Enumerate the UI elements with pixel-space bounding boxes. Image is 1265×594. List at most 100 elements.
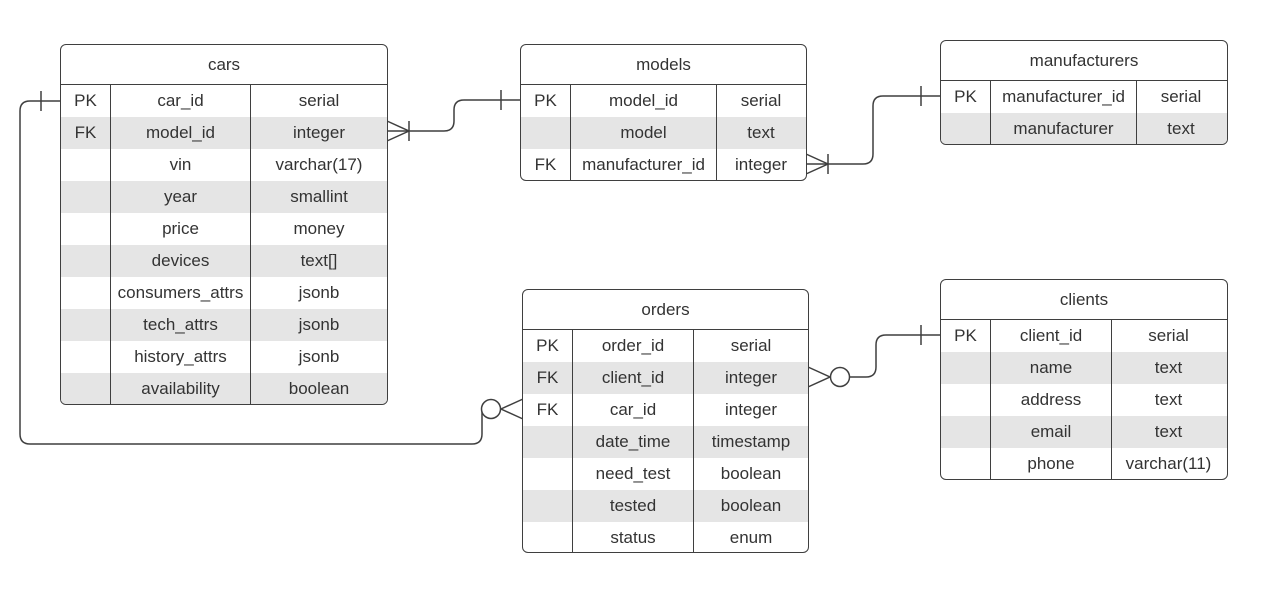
column-name-cell: devices (111, 245, 251, 277)
column-name-cell: need_test (573, 458, 694, 490)
key-cell (941, 352, 991, 384)
column-type-cell: serial (1160, 87, 1202, 106)
column-name-cell: client_id (573, 362, 694, 394)
column-name-cell: year (111, 181, 251, 213)
table-title: orders (523, 290, 808, 330)
key-cell (61, 181, 111, 213)
column-name-cell: model_id (571, 85, 717, 117)
key-cell: FK (523, 362, 573, 394)
column-type-cell: smallint (290, 187, 348, 206)
key-cell: FK (523, 394, 573, 426)
key-cell: FK (61, 117, 111, 149)
column-name-cell: consumers_attrs (111, 277, 251, 309)
column-name-cell: phone (991, 448, 1112, 479)
relationship-orders-clients (807, 325, 941, 388)
column-type-cell: varchar(11) (1125, 454, 1212, 473)
key-cell (61, 245, 111, 277)
table-title: models (521, 45, 806, 85)
column-name-cell: client_id (991, 320, 1112, 352)
key-cell: PK (61, 85, 111, 117)
column-type-cell: timestamp (711, 432, 791, 451)
column-type-cell: integer (725, 400, 777, 419)
column-name-cell: car_id (111, 85, 251, 117)
column-name-cell: availability (111, 373, 251, 404)
column-type-cell: text (1154, 358, 1183, 377)
key-cell (61, 309, 111, 341)
column-name-cell: name (991, 352, 1112, 384)
column-type-cell: text[] (300, 251, 338, 270)
column-type-cell: integer (725, 368, 777, 387)
column-type-cell: serial (730, 336, 772, 355)
relationship-cars-models (386, 90, 521, 142)
column-type-cell: serial (298, 91, 340, 110)
column-type-cell: enum (729, 528, 773, 547)
column-type-cell: boolean (720, 464, 782, 483)
column-type-cell: serial (740, 91, 782, 110)
column-name-cell: email (991, 416, 1112, 448)
key-cell (523, 522, 573, 552)
column-name-cell: vin (111, 149, 251, 181)
column-type-cell: boolean (720, 496, 782, 515)
column-type-cell: text (1154, 390, 1183, 409)
key-cell (941, 448, 991, 479)
table-row: history_attrs jsonb (61, 341, 387, 373)
column-type-cell: integer (735, 155, 787, 174)
table-row: vin varchar(17) (61, 149, 387, 181)
key-cell: PK (941, 81, 991, 113)
table-row: tested boolean (523, 490, 808, 522)
column-name-cell: tech_attrs (111, 309, 251, 341)
column-type-cell: varchar(17) (275, 155, 363, 174)
key-cell: FK (521, 149, 571, 180)
table-row: availability boolean (61, 373, 387, 404)
table-row: name text (941, 352, 1227, 384)
table-row: date_time timestamp (523, 426, 808, 458)
column-name-cell: order_id (573, 330, 694, 362)
column-name-cell: car_id (573, 394, 694, 426)
key-cell (941, 384, 991, 416)
column-name-cell: date_time (573, 426, 694, 458)
key-cell (523, 490, 573, 522)
column-name-cell: manufacturer_id (991, 81, 1137, 113)
key-cell (523, 458, 573, 490)
column-name-cell: manufacturer (991, 113, 1137, 144)
column-type-cell: money (293, 219, 345, 238)
column-name-cell: status (573, 522, 694, 552)
table-row: devices text[] (61, 245, 387, 277)
relationship-orders-cars (19, 91, 524, 445)
table-row: phone varchar(11) (941, 448, 1227, 479)
column-name-cell: history_attrs (111, 341, 251, 373)
column-name-cell: manufacturer_id (571, 149, 717, 180)
column-name-cell: model_id (111, 117, 251, 149)
column-type-cell: serial (1148, 326, 1189, 345)
key-cell (61, 373, 111, 404)
column-type-cell: jsonb (298, 347, 340, 366)
key-cell: PK (523, 330, 573, 362)
relationship-models-manufacturers (805, 86, 941, 175)
key-cell (941, 416, 991, 448)
column-type-cell: integer (293, 123, 345, 142)
table-title: clients (941, 280, 1227, 320)
column-name-cell: tested (573, 490, 694, 522)
column-type-cell: boolean (288, 379, 350, 398)
